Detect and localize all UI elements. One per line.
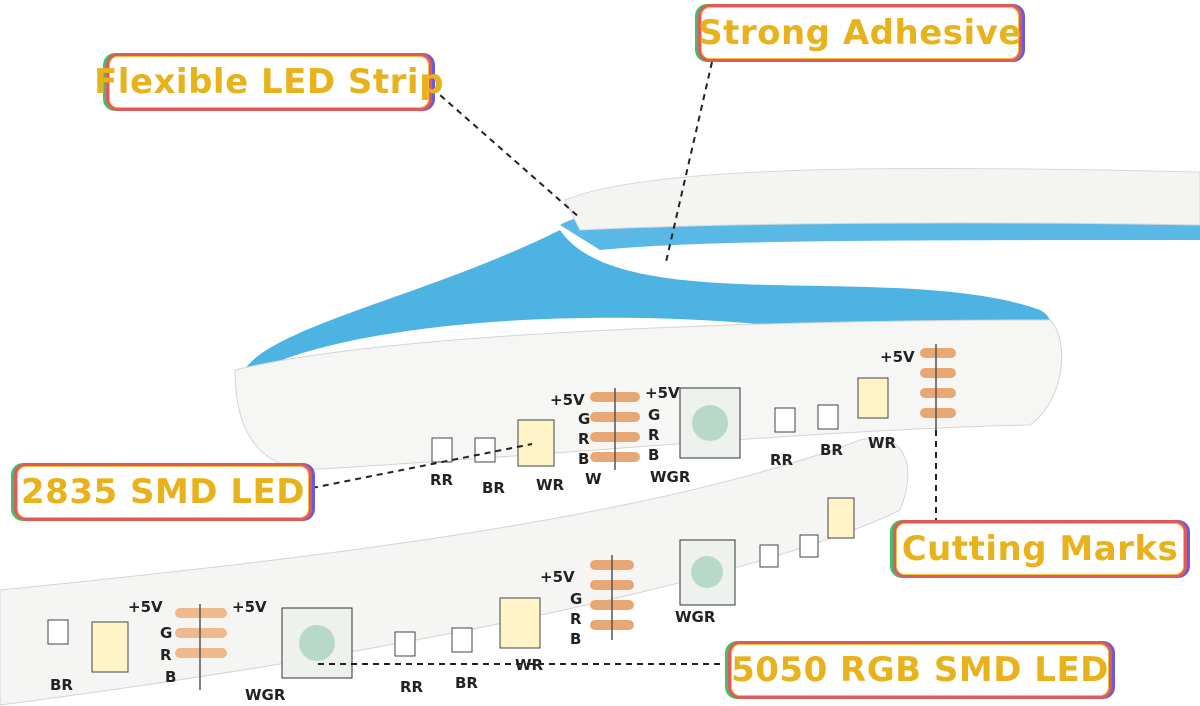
pcb-label-rr: RR [770, 451, 794, 469]
pcb-label-br: BR [482, 479, 505, 497]
cutting-pads-lower [175, 560, 634, 658]
callout-strong-adhesive: Strong Adhesive [698, 4, 1022, 62]
pcb-label-5v: +5V [540, 568, 575, 586]
pcb-label-br: BR [455, 674, 478, 692]
pcb-label-wgr: WGR [650, 468, 691, 486]
pcb-label-br: BR [50, 676, 73, 694]
pcb-label-b: B [648, 446, 659, 464]
pcb-label-rr: RR [430, 471, 454, 489]
pcb-label-r: R [570, 610, 582, 628]
pcb-label-br: BR [820, 441, 843, 459]
pcb-label-rr: RR [400, 678, 424, 696]
resistors [47, 404, 839, 657]
rgb-5050-led [281, 387, 741, 679]
pcb-label-r: R [648, 426, 660, 444]
pcb-label-g: G [648, 406, 660, 424]
callout-2835-smd-led: 2835 SMD LED [14, 463, 312, 521]
adhesive-tape-loop [240, 230, 1051, 380]
pcb-label-g: G [578, 410, 590, 428]
pcb-label-wgr: WGR [675, 608, 716, 626]
callout-cutting-marks: Cutting Marks [893, 520, 1187, 578]
pcb-label-wr: WR [868, 434, 897, 452]
pcb-label-r: R [578, 430, 590, 448]
leader-lines [311, 61, 937, 665]
pcb-label-5v: +5V [550, 391, 585, 409]
pcb-label-5v: +5V [232, 598, 267, 616]
pcb-label-b: B [570, 630, 581, 648]
leader-flexible [431, 87, 581, 219]
pcb-label-5v: +5V [128, 598, 163, 616]
leader-adhesive [665, 61, 713, 263]
pcb-label-b: B [578, 450, 589, 468]
pcb-label-wr: WR [536, 476, 565, 494]
callout-flexible-led-strip: Flexible LED Strip [94, 53, 443, 111]
pcb-label-wgr: WGR [245, 686, 286, 704]
pcb-label-g: G [160, 624, 172, 642]
pcb-label-b: B [165, 668, 176, 686]
pcb-label-5v: +5V [880, 348, 915, 366]
leader-2835 [311, 443, 533, 489]
pcb-label-r: R [160, 646, 172, 664]
pcb-label-w: W [585, 470, 602, 488]
pcb-label-5v: +5V [645, 384, 680, 402]
pcb-label-g: G [570, 590, 582, 608]
callout-5050-rgb-smd-led: 5050 RGB SMD LED [728, 641, 1112, 699]
led-2835 [91, 377, 889, 673]
cut-lines [199, 344, 937, 690]
strip-back-segment [564, 167, 1200, 231]
